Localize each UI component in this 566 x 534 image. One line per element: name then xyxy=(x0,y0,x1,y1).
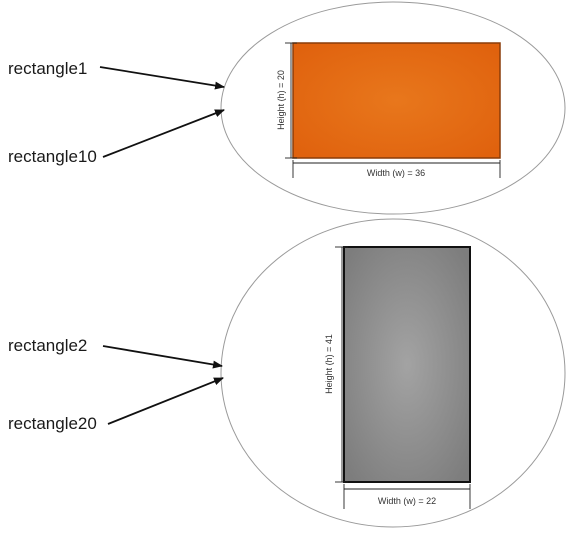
rectangle-shape-1 xyxy=(292,42,501,159)
reference-label-rectangle2: rectangle2 xyxy=(8,336,87,355)
width-label-1: Width (w) = 36 xyxy=(367,168,425,178)
reference-label-rectangle20: rectangle20 xyxy=(8,414,97,433)
reference-label-rectangle1: rectangle1 xyxy=(8,59,87,78)
bubble-1 xyxy=(220,1,566,215)
bubble-2 xyxy=(220,218,566,528)
group-1: rectangle1 rectangle10 Height (h) = 20 W… xyxy=(8,1,566,215)
arrow-rectangle1 xyxy=(99,66,225,90)
height-label-1: Height (h) = 20 xyxy=(276,70,286,130)
arrow-rectangle10 xyxy=(102,109,225,158)
reference-label-rectangle10: rectangle10 xyxy=(8,147,97,166)
arrow-rectangle2 xyxy=(102,345,223,369)
height-label-2: Height (h) = 41 xyxy=(324,334,334,394)
height-dimension-2 xyxy=(335,246,348,483)
width-dimension-2 xyxy=(343,484,471,509)
rectangle-shape-2 xyxy=(343,246,471,483)
height-dimension-1 xyxy=(285,42,297,159)
group-2: rectangle2 rectangle20 Height (h) = 41 W… xyxy=(8,218,566,528)
arrow-rectangle20 xyxy=(107,377,224,425)
width-dimension-1 xyxy=(292,160,501,178)
width-label-2: Width (w) = 22 xyxy=(378,496,436,506)
